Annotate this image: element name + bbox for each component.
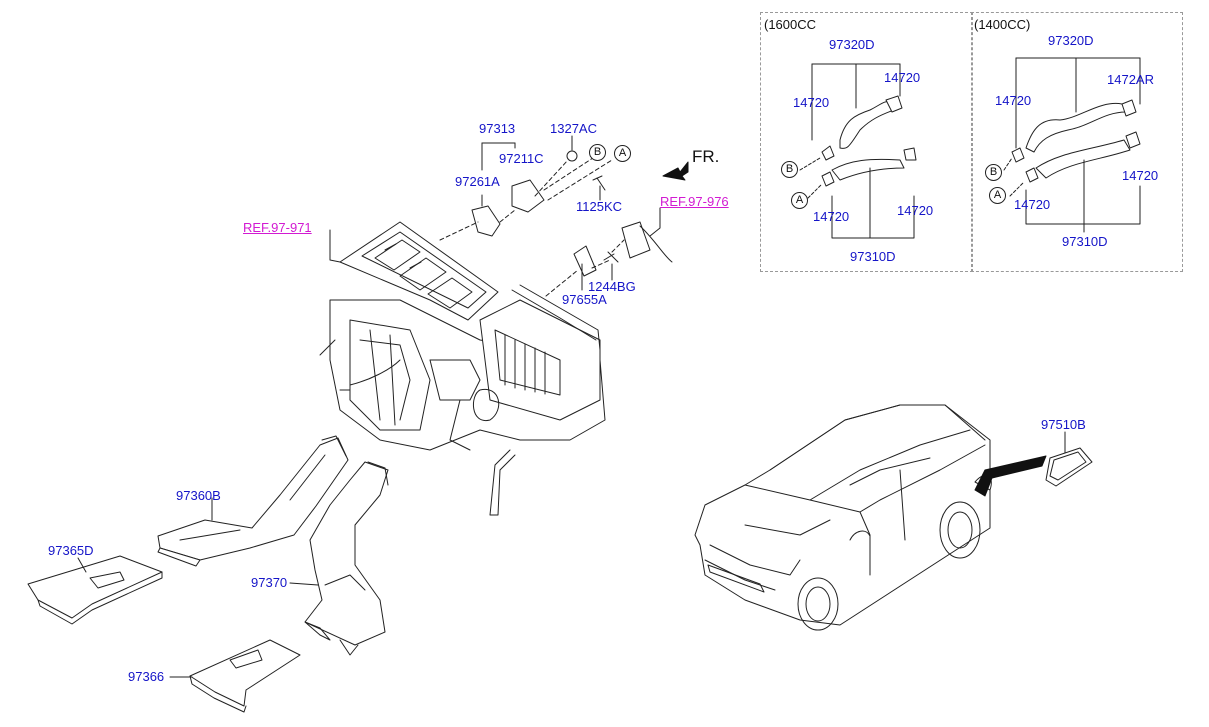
inset-1600-clip-top-right-label[interactable]: 14720 [884,70,921,85]
inset-1400-clip-bottom-left-label[interactable]: 14720 [1014,197,1051,212]
inset-1400-callout-a: A [989,187,1006,204]
part-97510b-drawing [1045,447,1093,487]
front-arrow-icon [662,161,689,181]
inset-1600cc-box [760,12,973,272]
inset-1400-clip-bottom-right-label[interactable]: 14720 [1122,168,1159,183]
part-1244bg-label[interactable]: 1244BG [588,279,636,294]
part-97211c-label[interactable]: 97211C [499,151,544,166]
duct-97370-drawing [304,461,389,656]
inset-1400-part-97320d-label[interactable]: 97320D [1048,33,1094,48]
inset-1600-drawing [799,63,917,239]
inset-1600-callout-b: B [781,161,798,178]
inset-1600-callout-a: A [791,192,808,209]
leader-lines [77,135,1066,678]
hvac-unit-drawing [319,221,606,516]
part-1327ac-label[interactable]: 1327AC [550,121,597,136]
part-97510b-label[interactable]: 97510B [1041,417,1086,432]
part-97655a-label[interactable]: 97655A [562,292,607,307]
reference-97-976-link[interactable]: REF.97-976 [660,194,729,209]
duct-97366-drawing [189,639,301,713]
inset-1600-clip-top-left-label[interactable]: 14720 [793,95,830,110]
duct-97365d-drawing [27,555,163,625]
part-97370-label[interactable]: 97370 [251,575,288,590]
part-97261a-label[interactable]: 97261A [455,174,500,189]
inset-1400-title: (1400CC) [974,17,1031,32]
duct-97360b-drawing [157,435,349,567]
part-97366-label[interactable]: 97366 [128,669,165,684]
inset-1400-part-97310d-label[interactable]: 97310D [1062,234,1108,249]
inset-1400-drawing [1003,57,1141,233]
front-direction-label: FR. [692,147,720,166]
inset-1600-clip-bottom-right-label[interactable]: 14720 [897,203,934,218]
gasket-parts-drawing [471,150,673,277]
part-1125kc-label[interactable]: 1125KC [576,199,623,214]
inset-1400cc-box [971,12,1183,272]
part-97365d-label[interactable]: 97365D [48,543,94,558]
car-arrow-icon [974,455,1047,497]
part-97360b-label[interactable]: 97360B [176,488,221,503]
inset-1400-clip-top-left-label[interactable]: 14720 [995,93,1032,108]
inset-1600-part-97320d-label[interactable]: 97320D [829,37,875,52]
callout-a-marker: A [614,145,631,162]
inset-1400-callout-b: B [985,164,1002,181]
car-drawing [694,404,992,631]
reference-97-971-link[interactable]: REF.97-971 [243,220,312,235]
callout-b-marker: B [589,144,606,161]
part-97313-label[interactable]: 97313 [479,121,516,136]
inset-1600-title: (1600CC [764,17,817,32]
inset-1600-part-97310d-label[interactable]: 97310D [850,249,896,264]
inset-1600-clip-bottom-left-label[interactable]: 14720 [813,209,850,224]
inset-1400-clip-1472ar-label[interactable]: 1472AR [1107,72,1154,87]
